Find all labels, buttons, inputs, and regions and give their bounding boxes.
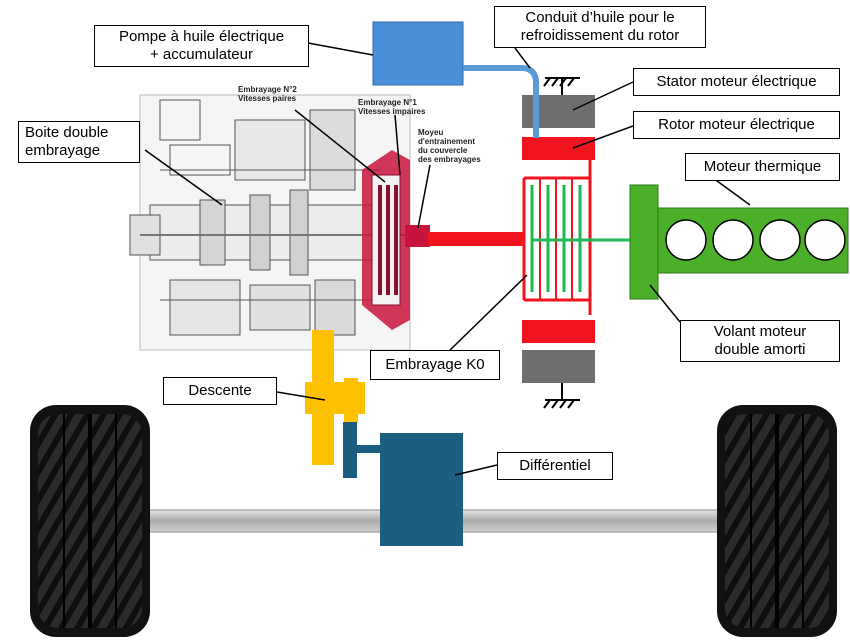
label-oil-pump-line2: + accumulateur xyxy=(150,46,253,63)
diff-input-shaft xyxy=(343,422,357,478)
label-oil-pump-line1: Pompe à huile électrique xyxy=(118,28,285,45)
flywheel xyxy=(629,184,659,300)
label-combustion-engine-text: Moteur thermique xyxy=(703,158,822,175)
label-clutch-1-line1: Embrayage N°1 xyxy=(358,98,417,107)
label-hub-line1: Moyeu xyxy=(418,128,444,137)
label-stator: Stator moteur électrique xyxy=(633,68,840,96)
cylinder-1 xyxy=(665,219,707,261)
label-oil-conduit-line1: Conduit d’huile pour le xyxy=(525,9,675,26)
stator-bottom xyxy=(522,350,595,383)
output-shaft xyxy=(428,232,525,246)
label-clutch-2-line2: Vitesses paires xyxy=(238,94,297,103)
label-hub-line3: du couvercle xyxy=(418,146,468,155)
label-differential-text: Différentiel xyxy=(519,457,591,474)
cylinder-3 xyxy=(759,219,801,261)
label-clutch-2: Embrayage N°2 Vitesses paires xyxy=(238,85,297,103)
label-k0-clutch: Embrayage K0 xyxy=(370,350,500,380)
diff-link xyxy=(357,445,382,453)
cylinder-4 xyxy=(804,219,846,261)
right-wheel xyxy=(717,405,837,637)
label-hub-line2: d'entrainement xyxy=(418,137,476,146)
label-dual-clutch-gearbox-line2: embrayage xyxy=(25,142,101,159)
label-stator-text: Stator moteur électrique xyxy=(656,73,817,90)
label-rotor-text: Rotor moteur électrique xyxy=(658,116,815,133)
cylinder-2 xyxy=(712,219,754,261)
label-oil-pump: Pompe à huile électrique + accumulateur xyxy=(94,25,309,67)
label-descent-text: Descente xyxy=(188,382,252,399)
differential xyxy=(380,433,463,546)
label-oil-conduit-line2: refroidissement du rotor xyxy=(520,27,680,44)
stator-ground-bottom xyxy=(543,383,580,409)
descent-gears xyxy=(305,330,365,465)
label-clutch-1-line2: Vitesses impaires xyxy=(358,107,426,116)
stator-top xyxy=(522,95,595,128)
rotor-bottom xyxy=(522,320,595,343)
label-clutch-2-line1: Embrayage N°2 xyxy=(238,85,297,94)
label-differential: Différentiel xyxy=(497,452,613,480)
label-rotor: Rotor moteur électrique xyxy=(633,111,840,139)
label-oil-conduit: Conduit d’huile pour le refroidissement … xyxy=(494,6,706,48)
label-flywheel: Volant moteur double amorti xyxy=(680,320,840,362)
label-dual-clutch-gearbox-line1: Boite double xyxy=(25,124,109,141)
oil-pump xyxy=(372,21,464,86)
label-flywheel-line2: double amorti xyxy=(714,341,806,358)
label-dual-clutch-gearbox: Boite double embrayage xyxy=(18,121,140,163)
label-flywheel-line1: Volant moteur xyxy=(713,323,807,340)
oil-line xyxy=(463,65,539,138)
left-wheel xyxy=(30,405,150,637)
label-combustion-engine: Moteur thermique xyxy=(685,153,840,181)
label-hub: Moyeu d'entrainement du couvercle des em… xyxy=(418,128,481,164)
double-clutch-pack xyxy=(362,150,430,330)
k0-clutch-discs xyxy=(530,185,630,292)
label-hub-line4: des embrayages xyxy=(418,155,481,164)
stator-ground-top xyxy=(543,77,580,95)
label-clutch-1: Embrayage N°1 Vitesses impaires xyxy=(358,98,425,116)
rotor-top xyxy=(522,137,595,160)
label-k0-clutch-text: Embrayage K0 xyxy=(385,356,485,373)
label-descent: Descente xyxy=(163,377,277,405)
